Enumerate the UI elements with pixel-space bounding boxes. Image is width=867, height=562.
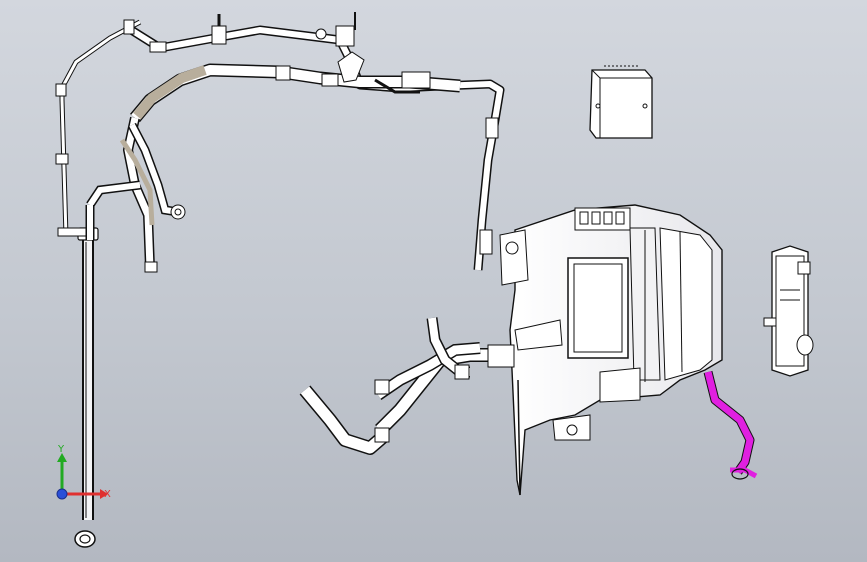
top-refrigerant-line[interactable] xyxy=(123,12,505,271)
condenser-line[interactable] xyxy=(74,227,99,548)
heater-hoses[interactable] xyxy=(299,317,515,455)
x-axis-label: X xyxy=(104,489,111,500)
highlight-hose[interactable] xyxy=(703,370,758,480)
control-module-box[interactable] xyxy=(589,65,653,139)
suction-hose[interactable] xyxy=(130,51,461,123)
control-panel[interactable] xyxy=(763,245,814,377)
z-axis-dot xyxy=(56,488,68,500)
thin-left-tube[interactable] xyxy=(55,19,142,237)
axis-triad: X Y xyxy=(56,444,111,500)
left-loop-hoses[interactable] xyxy=(85,116,186,273)
hvac-housing[interactable] xyxy=(499,204,723,496)
y-axis-label: Y xyxy=(57,444,65,455)
